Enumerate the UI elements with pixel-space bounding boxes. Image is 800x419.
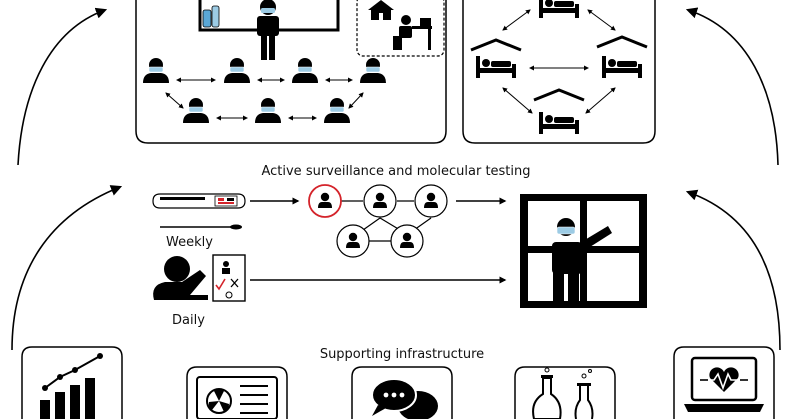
daily-label: Daily <box>172 313 205 328</box>
weekly-label: Weekly <box>166 235 213 250</box>
bidirectional-arrow-icon <box>165 77 364 121</box>
contact-network-icon <box>308 184 448 258</box>
teacher-icon <box>257 0 279 60</box>
housing-panel <box>462 0 656 144</box>
laboratory-flask-icon <box>514 366 616 419</box>
roof-icon <box>470 35 648 102</box>
infrastructure-heading: Supporting infrastructure <box>320 347 484 362</box>
swab-icon <box>160 224 242 230</box>
ventilation-fan-icon <box>186 366 288 419</box>
bidirectional-arrow-icon <box>502 9 616 114</box>
person-icon <box>336 184 448 258</box>
communication-bubbles-icon <box>351 366 453 419</box>
index-case-icon <box>308 184 342 218</box>
arrow-top-left <box>17 7 108 166</box>
arrow-mid-left <box>11 185 123 351</box>
telehealth-laptop-icon <box>673 346 775 419</box>
symptom-checklist-icon <box>212 254 246 302</box>
growth-chart-icon <box>21 346 123 419</box>
arrow-mid-right <box>685 189 781 351</box>
sick-person-icon <box>153 256 208 300</box>
school-panel <box>135 0 447 144</box>
arrow-top-right <box>685 7 779 166</box>
handwashing-station-icon <box>202 5 220 28</box>
home-remote-learning-icon <box>368 0 432 50</box>
swab-test-tube-icon <box>152 193 246 209</box>
surveillance-heading: Active surveillance and molecular testin… <box>261 164 530 179</box>
outer-flow-arrows <box>11 7 781 351</box>
masked-student-icon <box>142 57 387 124</box>
quarantine-window-icon <box>520 194 647 308</box>
bed-icon <box>476 0 642 134</box>
